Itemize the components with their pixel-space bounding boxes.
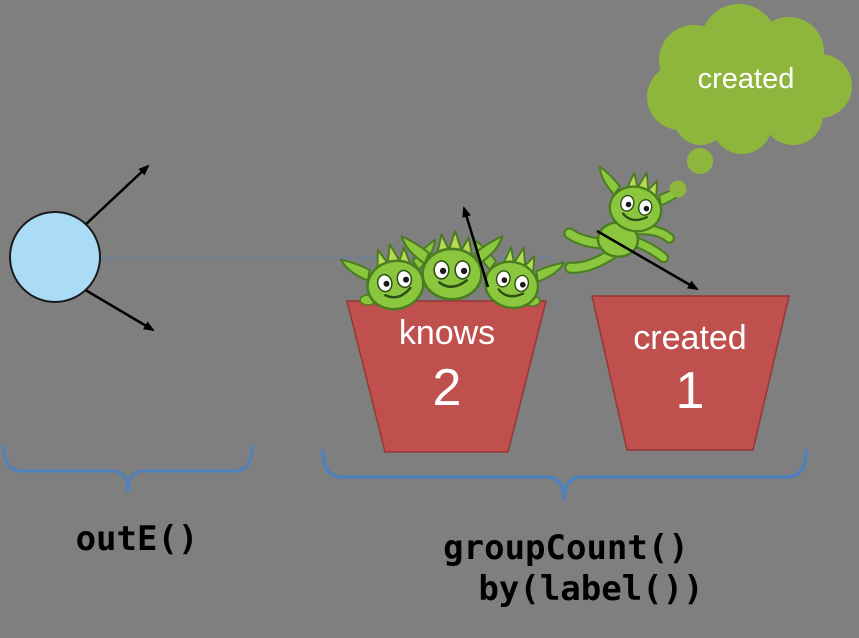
- bucket-knows: knows 2: [346, 300, 547, 453]
- gremlin-group-in-bucket: [338, 229, 567, 320]
- underbrace-groupcount: [321, 449, 808, 501]
- bucket-knows-shape: [346, 300, 547, 453]
- bucket-created-shape: [591, 295, 790, 451]
- bucket-knows-label: knows: [399, 314, 495, 352]
- thought-cloud-label: created: [698, 63, 795, 95]
- vertex-circle: [9, 211, 101, 303]
- thought-bubble-large: [687, 148, 713, 174]
- thought-cloud: [647, 4, 852, 198]
- bucket-knows-count: 2: [433, 359, 462, 417]
- caption-oute: outE(): [76, 519, 199, 559]
- arrow-into-bucket: [596, 229, 699, 291]
- bucket-created: created 1: [591, 295, 790, 451]
- caption-bylabel: by(label()): [478, 569, 703, 609]
- underbrace-oute: [2, 445, 254, 493]
- bucket-created-count: 1: [676, 362, 705, 420]
- cloud-center: [676, 42, 820, 126]
- caption-groupcount: groupCount(): [443, 528, 689, 568]
- arrow-out-of-bucket: [462, 206, 490, 288]
- bucket-created-label: created: [633, 319, 746, 357]
- out-edge-arrow-down: [81, 286, 155, 332]
- out-edge-arrow-up: [83, 164, 150, 227]
- thought-bubble-small: [669, 180, 687, 198]
